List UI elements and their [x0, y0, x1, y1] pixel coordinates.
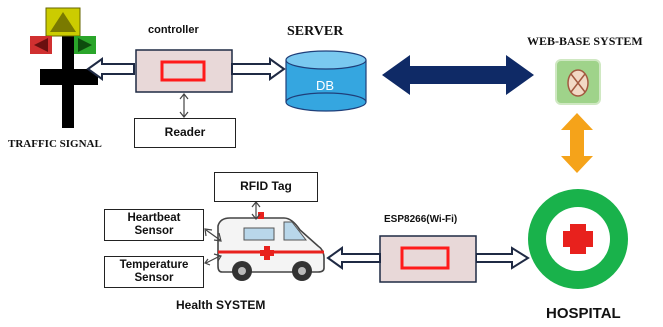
controller-server-arrow	[231, 57, 286, 81]
health-system-label: Health SYSTEM	[176, 298, 266, 312]
controller-reader-link	[179, 93, 189, 118]
ambulance-esp-arrow	[326, 246, 381, 270]
traffic-signal-icon	[30, 7, 98, 128]
temperature-label-line2: Sensor	[134, 272, 174, 284]
esp-block	[379, 235, 477, 283]
web-system-label: WEB-BASE SYSTEM	[527, 34, 643, 48]
heartbeat-label-line2: Sensor	[134, 225, 174, 237]
heartbeat-sensor-box: Heartbeat Sensor	[104, 209, 204, 241]
hospital-icon	[528, 189, 628, 289]
web-system-icon	[555, 59, 601, 105]
database-icon	[285, 50, 367, 112]
controller-chip	[160, 60, 206, 82]
ambulance-icon	[217, 212, 325, 281]
controller-block	[135, 49, 233, 93]
sensor-links	[204, 201, 261, 266]
server-label: SERVER	[287, 24, 344, 39]
esp-hospital-arrow	[475, 246, 530, 270]
reader-box: Reader	[134, 118, 236, 148]
reader-label: Reader	[164, 125, 206, 140]
esp-chip	[400, 246, 450, 270]
traffic-signal-label: TRAFFIC SIGNAL	[8, 138, 102, 150]
rfid-tag-box: RFID Tag	[214, 172, 318, 202]
controller-label: controller	[148, 24, 199, 36]
rfid-tag-label: RFID Tag	[240, 179, 292, 194]
hospital-label: HOSPITAL	[546, 305, 621, 322]
server-web-arrow	[382, 55, 534, 95]
signal-controller-arrow	[86, 57, 135, 81]
db-label: DB	[316, 78, 335, 93]
esp-label: ESP8266(Wi-Fi)	[384, 214, 458, 225]
temperature-label-line1: Temperature	[119, 258, 189, 271]
heartbeat-label-line1: Heartbeat	[127, 211, 181, 224]
web-hospital-arrow	[561, 113, 593, 173]
temperature-sensor-box: Temperature Sensor	[104, 256, 204, 288]
